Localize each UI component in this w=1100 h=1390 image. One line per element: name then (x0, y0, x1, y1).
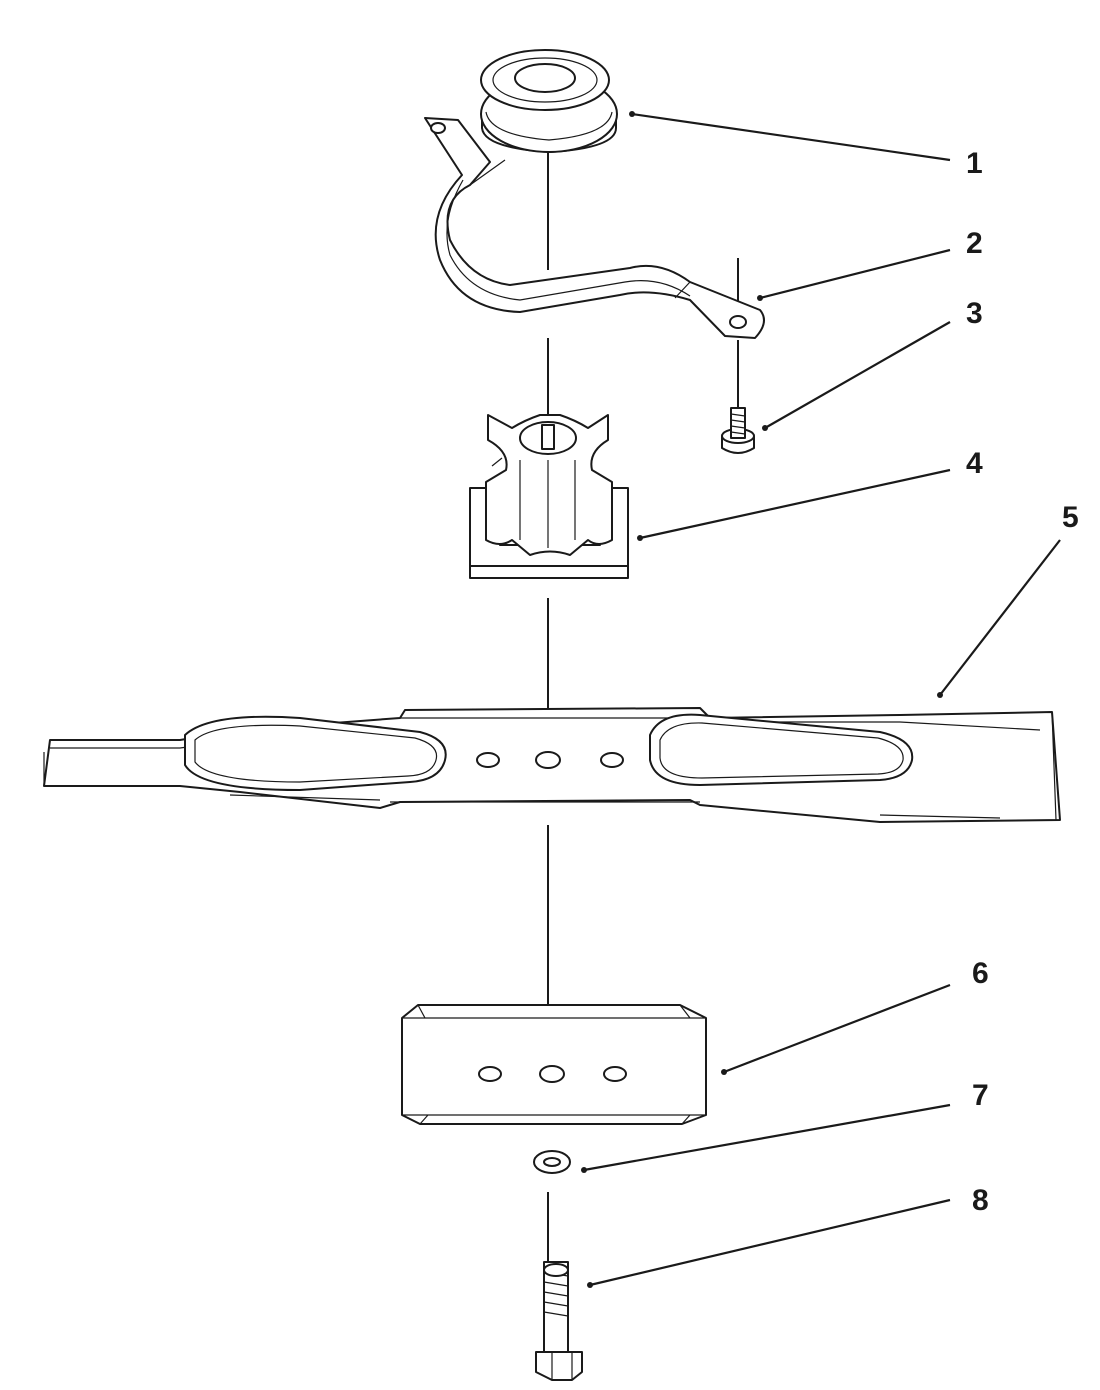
blade-adapter (469, 414, 629, 579)
leader-3 (764, 321, 951, 429)
callout-7: 7 (972, 1079, 989, 1112)
idler-pulley (480, 49, 618, 153)
blade-bolt (535, 1261, 583, 1381)
idler-bracket (424, 117, 765, 339)
callout-2: 2 (966, 227, 983, 260)
callout-5: 5 (1062, 501, 1079, 534)
callout-6: 6 (972, 957, 989, 990)
washer (533, 1150, 571, 1174)
leader-7 (583, 1103, 951, 1172)
leader-1 (631, 112, 951, 162)
callout-3: 3 (966, 297, 983, 330)
leader-6 (723, 983, 951, 1074)
callout-4: 4 (966, 447, 983, 480)
callout-8: 8 (972, 1184, 989, 1217)
leader-5 (939, 539, 1061, 696)
leader-4 (639, 468, 951, 540)
callout-1: 1 (966, 147, 983, 180)
leader-2 (759, 248, 951, 300)
leader-8 (589, 1198, 951, 1287)
blade-stiffener (401, 1004, 707, 1125)
leader-lines (581, 111, 1061, 1288)
callout-labels: 1 2 3 4 5 6 7 8 (966, 147, 1079, 1217)
bracket-bolt (721, 407, 755, 454)
mower-blade (43, 707, 1061, 823)
